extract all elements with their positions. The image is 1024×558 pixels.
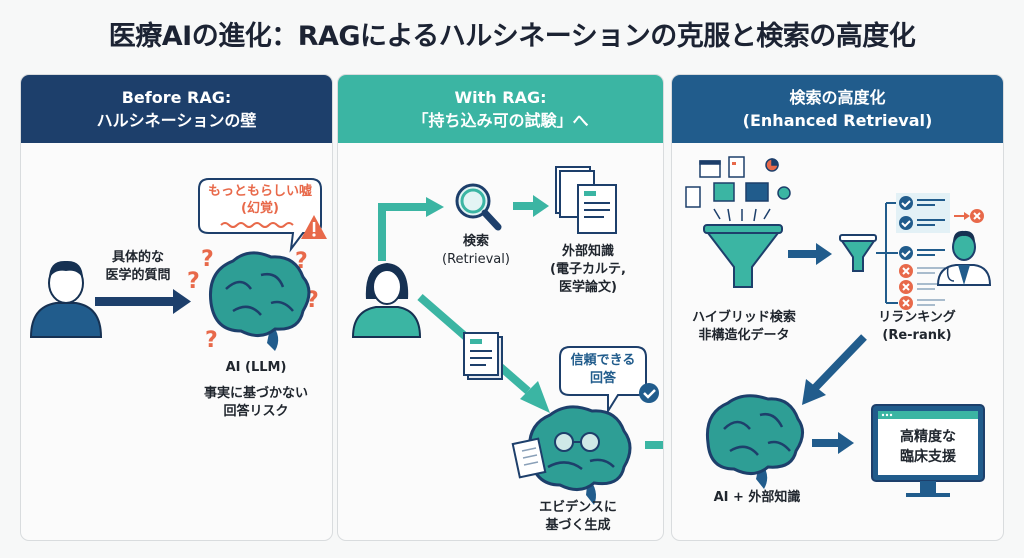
search-icon bbox=[455, 183, 502, 231]
panel-header-line2: ハルシネーションの壁 bbox=[96, 111, 257, 130]
panel-header: 検索の高度化 (Enhanced Retrieval) bbox=[672, 75, 1003, 143]
hybrid-label-line1: ハイブリッド検索 bbox=[692, 310, 796, 325]
doctor-icon bbox=[936, 230, 992, 286]
search-label: 検索 (Retrieval) bbox=[436, 233, 516, 269]
panel-header-line1: With RAG: bbox=[454, 88, 547, 107]
user-icon bbox=[351, 263, 422, 338]
rerank-label-line1: リランキング bbox=[878, 310, 956, 325]
generation-label-line2: 基づく生成 bbox=[545, 518, 611, 533]
panel-enhanced-retrieval: 検索の高度化 (Enhanced Retrieval) bbox=[671, 74, 1004, 541]
page-title: 医療AIの進化：RAGによるハルシネーションの克服と検索の高度化 bbox=[108, 21, 916, 52]
svg-text:?: ? bbox=[201, 247, 214, 272]
rerank-label: リランキング (Re-rank) bbox=[862, 309, 972, 345]
rerank-cross-item bbox=[899, 296, 945, 310]
search-label-line1: 検索 bbox=[462, 234, 489, 249]
risk-label-line2: 回答リスク bbox=[223, 404, 289, 419]
brain-icon bbox=[208, 251, 311, 351]
monitor-icon bbox=[871, 404, 985, 497]
arrow-to-search-icon bbox=[378, 197, 444, 261]
small-funnel-icon bbox=[839, 234, 877, 272]
rerank-tree-icon bbox=[876, 202, 898, 304]
bubble-line1: もっともらしい嘘 bbox=[207, 184, 312, 199]
monitor-text: 高精度な 臨床支援 bbox=[878, 427, 978, 467]
down-arrows-icon bbox=[713, 208, 771, 222]
knowledge-label-line1: 外部知識 bbox=[561, 244, 614, 259]
knowledge-label-line2: (電子カルテ, bbox=[550, 262, 626, 277]
monitor-text-line1: 高精度な bbox=[900, 429, 956, 445]
arrow-to-knowledge-icon bbox=[513, 195, 549, 217]
rerank-label-line2: (Re-rank) bbox=[882, 328, 952, 343]
check-icon bbox=[639, 383, 659, 403]
document-icon bbox=[463, 332, 503, 380]
question-mark-icon: ?? ??? bbox=[187, 247, 319, 353]
hallucination-bubble-text: もっともらしい嘘 (幻覚) bbox=[199, 183, 321, 217]
generation-label: エビデンスに 基づく生成 bbox=[528, 499, 628, 535]
hybrid-search-label: ハイブリッド検索 非構造化データ bbox=[684, 309, 804, 345]
monitor-text-line2: 臨床支援 bbox=[900, 449, 956, 465]
bubble-line1: 信頼できる bbox=[570, 353, 636, 368]
rerank-check-item bbox=[899, 216, 945, 230]
bubble-line2: (幻覚) bbox=[241, 201, 279, 216]
rerank-cross-item bbox=[899, 264, 945, 278]
arrow-to-monitor-icon bbox=[812, 432, 854, 454]
user-icon bbox=[29, 260, 103, 338]
panel-header-line1: 検索の高度化 bbox=[789, 88, 886, 107]
hallucination-bubble bbox=[198, 178, 322, 253]
data-sources-icon bbox=[685, 156, 791, 208]
question-label-line1: 具体的な bbox=[111, 250, 164, 265]
warning-icon bbox=[301, 215, 327, 239]
brain-icon bbox=[705, 394, 804, 489]
question-label-line2: 医学的質問 bbox=[105, 268, 171, 283]
ai-llm-label: AI (LLM) bbox=[225, 360, 287, 375]
question-label: 具体的な 医学的質問 bbox=[93, 249, 183, 285]
bubble-line2: 回答 bbox=[589, 371, 616, 386]
hybrid-label-line2: 非構造化データ bbox=[698, 328, 790, 343]
funnel-icon bbox=[703, 224, 783, 288]
rerank-list bbox=[899, 196, 945, 310]
risk-label: 事実に基づかない 回答リスク bbox=[191, 385, 321, 421]
risk-label-line1: 事実に基づかない bbox=[203, 386, 308, 401]
rerank-check-item bbox=[899, 196, 945, 210]
brain-with-glasses-icon bbox=[511, 405, 632, 505]
generation-label-line1: エビデンスに bbox=[539, 500, 617, 515]
documents-icon bbox=[555, 166, 617, 234]
rerank-check-item bbox=[899, 246, 945, 260]
arrow-to-next-panel-icon bbox=[645, 441, 663, 449]
knowledge-label: 外部知識 (電子カルテ, 医学論文) bbox=[543, 243, 633, 297]
panel-header-line2: (Enhanced Retrieval) bbox=[742, 111, 933, 130]
panel-header-line2: 「持ち込み可の試験」へ bbox=[412, 111, 589, 130]
rejected-item-icon bbox=[954, 209, 984, 223]
panel-header: With RAG: 「持ち込み可の試験」へ bbox=[338, 75, 663, 143]
rerank-cross-item bbox=[899, 280, 945, 294]
panel-header-line1: Before RAG: bbox=[121, 88, 232, 107]
panel-before-rag: Before RAG: ハルシネーションの壁 ?? ??? bbox=[20, 74, 333, 541]
svg-text:?: ? bbox=[205, 328, 218, 353]
knowledge-label-line3: 医学論文) bbox=[559, 280, 617, 295]
arrow-to-rerank-icon bbox=[788, 243, 832, 265]
arrow-right-icon bbox=[95, 289, 191, 314]
svg-text:?: ? bbox=[187, 269, 200, 294]
panel-with-rag: With RAG: 「持ち込み可の試験」へ bbox=[337, 74, 664, 541]
arrow-to-ai-icon bbox=[802, 334, 867, 405]
ai-plus-knowledge-label: AI + 外部知識 bbox=[713, 490, 801, 505]
trusted-answer-text: 信頼できる 回答 bbox=[560, 352, 646, 388]
search-label-line2: (Retrieval) bbox=[442, 252, 510, 267]
panel-header: Before RAG: ハルシネーションの壁 bbox=[21, 75, 332, 143]
